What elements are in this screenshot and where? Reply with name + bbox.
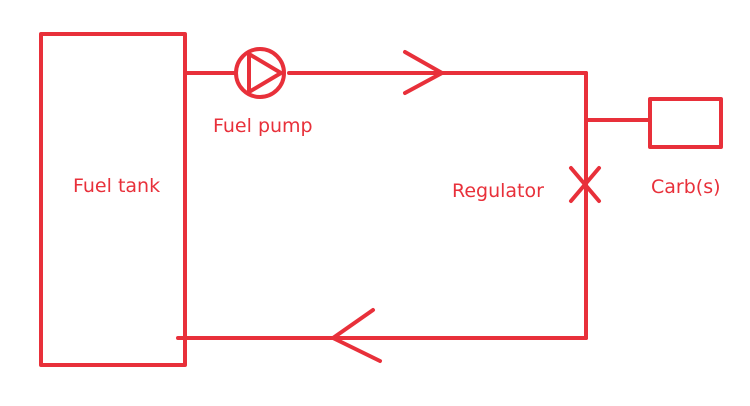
x-mark-icon bbox=[569, 166, 601, 203]
arrowhead-left-icon bbox=[331, 308, 382, 363]
arrowhead-right-icon bbox=[403, 50, 444, 95]
carbs-label: Carb(s) bbox=[651, 176, 721, 198]
fuel-tank-label: Fuel tank bbox=[73, 175, 161, 197]
fuel-pump-label: Fuel pump bbox=[213, 115, 313, 137]
regulator-label: Regulator bbox=[452, 180, 544, 202]
pump-symbol-icon bbox=[234, 47, 286, 99]
carbs-box bbox=[648, 97, 723, 149]
fuel-tank-box bbox=[39, 32, 187, 367]
